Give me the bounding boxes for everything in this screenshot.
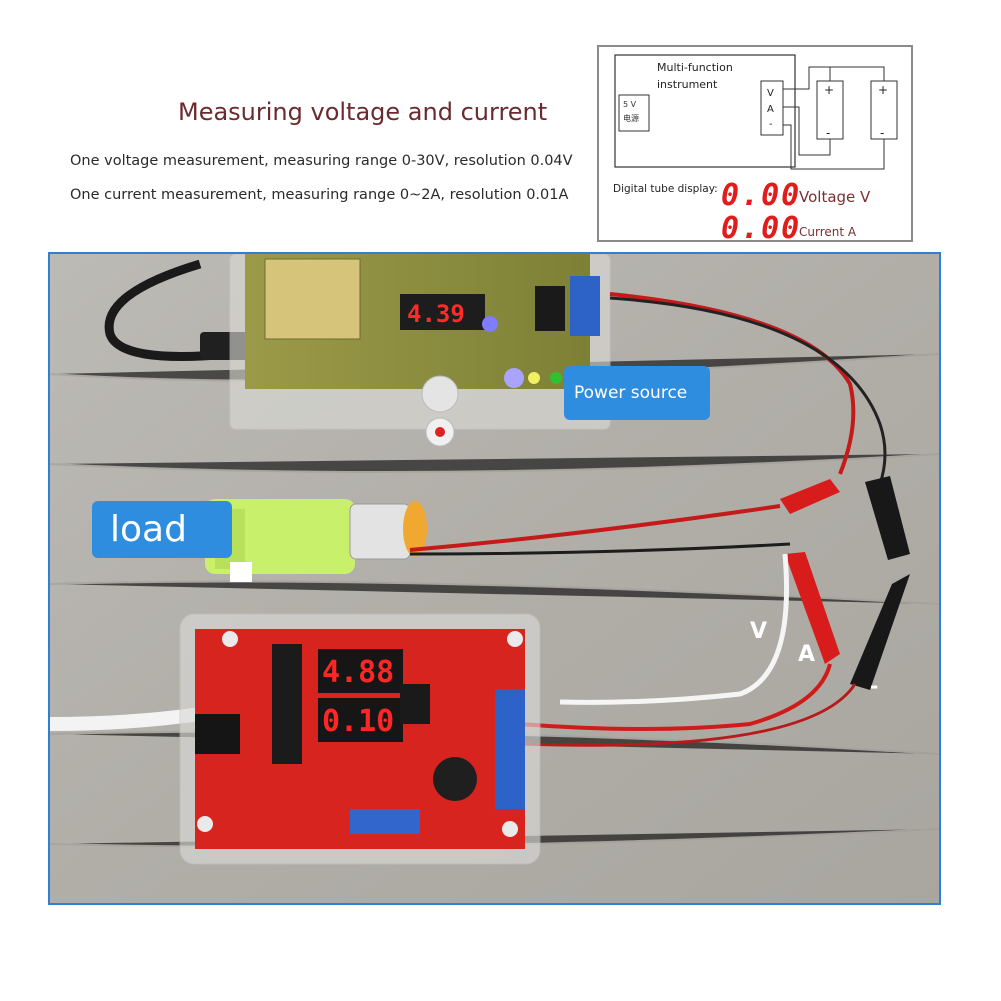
current-unit-label: Current A	[799, 225, 857, 239]
voltage-wire-label: V	[750, 619, 768, 644]
display-caption: Digital tube display:	[613, 183, 718, 195]
current-wire-label: A	[798, 642, 816, 667]
wiring-diagram-svg: 5 V 电源 Multi-function instrument V A - +…	[613, 54, 898, 246]
demo-photo: 4.39	[48, 252, 941, 905]
negative-wire-label: -	[870, 674, 879, 698]
battery2-plus: +	[878, 83, 888, 97]
battery1-minus: -	[826, 126, 830, 140]
terminal-a: A	[767, 104, 774, 115]
supply-display-digits: 4.39	[407, 300, 465, 328]
terminal-minus: -	[769, 119, 773, 130]
meter-display-bottom: 0.10	[322, 704, 394, 739]
voltage-reading: 0.00	[721, 178, 801, 213]
battery1-plus: +	[824, 83, 834, 97]
supply-label: 5 V	[623, 100, 637, 109]
meter-display-top: 4.88	[322, 655, 394, 690]
current-reading: 0.00	[721, 211, 801, 240]
instrument-label: Multi-function	[657, 61, 733, 74]
voltage-unit-label: Voltage V	[799, 188, 871, 206]
demo-photo-scene: 4.39	[50, 254, 939, 903]
supply-label-2: 电源	[623, 113, 639, 123]
wiring-diagram: 5 V 电源 Multi-function instrument V A - +…	[597, 45, 913, 246]
voltage-spec-text: One voltage measurement, measuring range…	[70, 153, 573, 169]
instrument-label-2: instrument	[657, 78, 718, 91]
load-callout: load	[92, 501, 232, 558]
power-source-callout: Power source	[564, 366, 710, 420]
battery2-minus: -	[880, 126, 884, 140]
current-spec-text: One current measurement, measuring range…	[70, 187, 569, 203]
terminal-v: V	[767, 88, 774, 99]
page-title: Measuring voltage and current	[178, 98, 548, 126]
